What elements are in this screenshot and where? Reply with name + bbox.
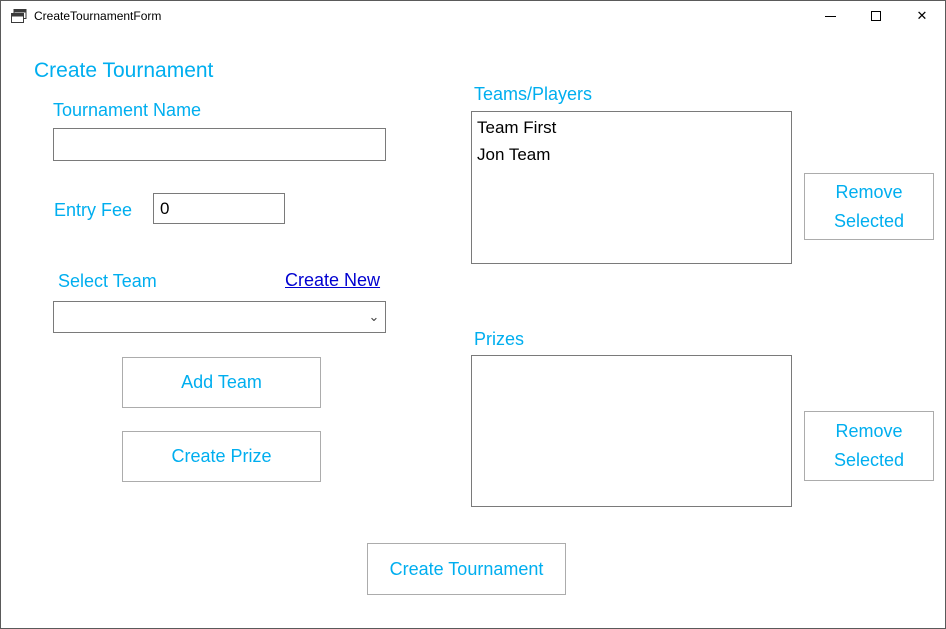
close-icon: ✕ [916,8,928,24]
remove-selected-team-button[interactable]: Remove Selected [804,173,934,240]
teams-players-label: Teams/Players [474,84,593,104]
select-team-dropdown[interactable]: ⌄ [53,301,386,333]
list-item[interactable]: Jon Team [477,145,551,164]
chevron-down-icon: ⌄ [368,309,380,325]
close-button[interactable]: ✕ [899,1,945,31]
prizes-label: Prizes [474,329,525,349]
add-team-button[interactable]: Add Team [122,357,321,408]
select-team-label: Select Team [58,271,157,291]
caption-buttons: ✕ [807,1,945,31]
minimize-button[interactable] [807,1,853,31]
prizes-listbox[interactable] [471,355,792,507]
app-icon [11,9,27,23]
page-title: Create Tournament [34,59,214,82]
entry-fee-label: Entry Fee [54,200,133,220]
minimize-icon [824,15,836,17]
tournament-name-input[interactable] [53,128,386,161]
tournament-name-label: Tournament Name [53,100,202,120]
list-item[interactable]: Team First [477,118,557,137]
entry-fee-input[interactable] [153,193,285,224]
maximize-icon [871,11,881,21]
create-tournament-button[interactable]: Create Tournament [367,543,566,595]
create-new-link[interactable]: Create New [285,270,381,290]
create-prize-button[interactable]: Create Prize [122,431,321,482]
window-title: CreateTournamentForm [34,9,162,23]
remove-selected-prize-button[interactable]: Remove Selected [804,411,934,481]
title-bar[interactable]: CreateTournamentForm ✕ [1,1,945,31]
maximize-button[interactable] [853,1,899,31]
